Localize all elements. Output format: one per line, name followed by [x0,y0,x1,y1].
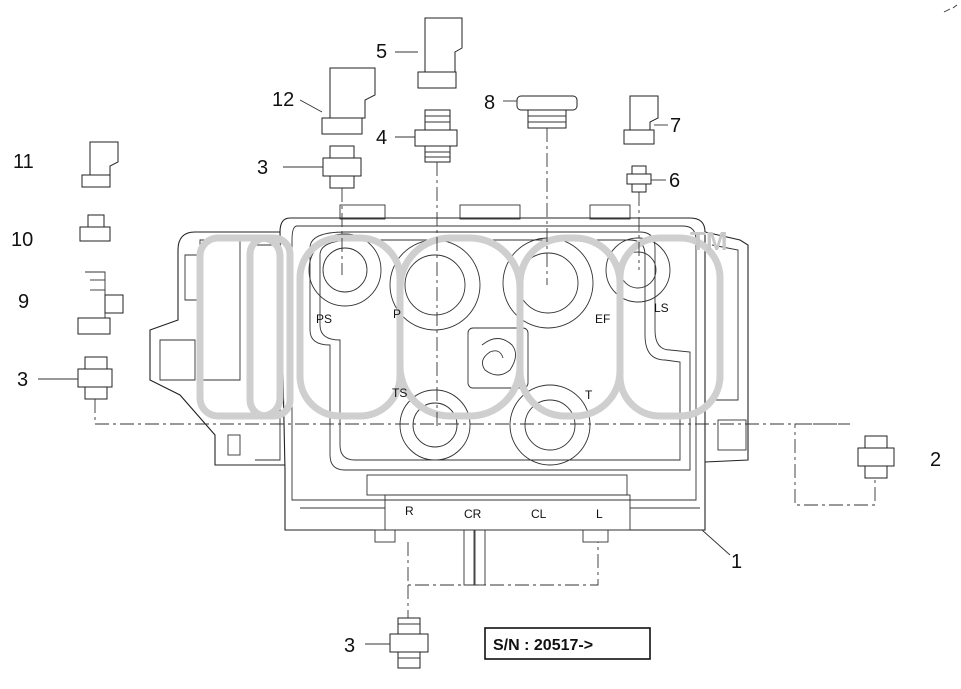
port-label-p: P [393,307,401,321]
serial-number-box: S/N : 20517-> [484,627,651,660]
callout-12: 12 [272,89,294,111]
center-lines [94,128,876,618]
port-label-l: L [596,507,603,521]
port-label-t: T [585,388,593,402]
port-label-ps: PS [316,312,332,326]
port-label-ts: TS [392,386,407,400]
part-7-elbow [623,95,659,145]
callout-3-top: 3 [257,157,268,179]
callout-8: 8 [484,92,495,114]
callout-10: 10 [11,229,33,251]
port-label-r: R [405,504,414,518]
callout-1: 1 [731,551,742,573]
part-10-plug [79,214,111,242]
callout-5: 5 [376,41,387,63]
serial-number: S/N : 20517-> [493,637,593,654]
callout-3-bottom: 3 [344,635,355,657]
part-12-elbow [321,67,376,135]
part-2-union [857,435,895,479]
valve-body [149,204,749,586]
part-8-plug [516,95,578,129]
part-9-tee [77,271,124,335]
part-11-elbow [81,141,119,188]
leader-lines [38,51,731,645]
callout-6: 6 [669,170,680,192]
watermark-logo: TM [196,226,728,420]
corner-mark [943,4,958,13]
port-label-ls: LS [654,301,669,315]
callout-7: 7 [670,115,681,137]
callout-3-left: 3 [17,369,28,391]
callout-11: 11 [13,151,34,173]
callout-2: 2 [930,449,941,471]
port-label-cr: CR [464,507,482,521]
callout-9: 9 [18,291,29,313]
part-4-adapter [414,109,458,163]
port-label-cl: CL [531,507,547,521]
part-3-bottom-union [389,617,429,669]
part-3-top-union [322,145,362,189]
part-5-elbow [417,17,463,89]
part-3-left-union [77,356,113,400]
callout-4: 4 [376,127,387,149]
port-label-ef: EF [595,312,610,326]
watermark-tm: TM [690,226,728,256]
part-6-nipple [626,165,652,193]
